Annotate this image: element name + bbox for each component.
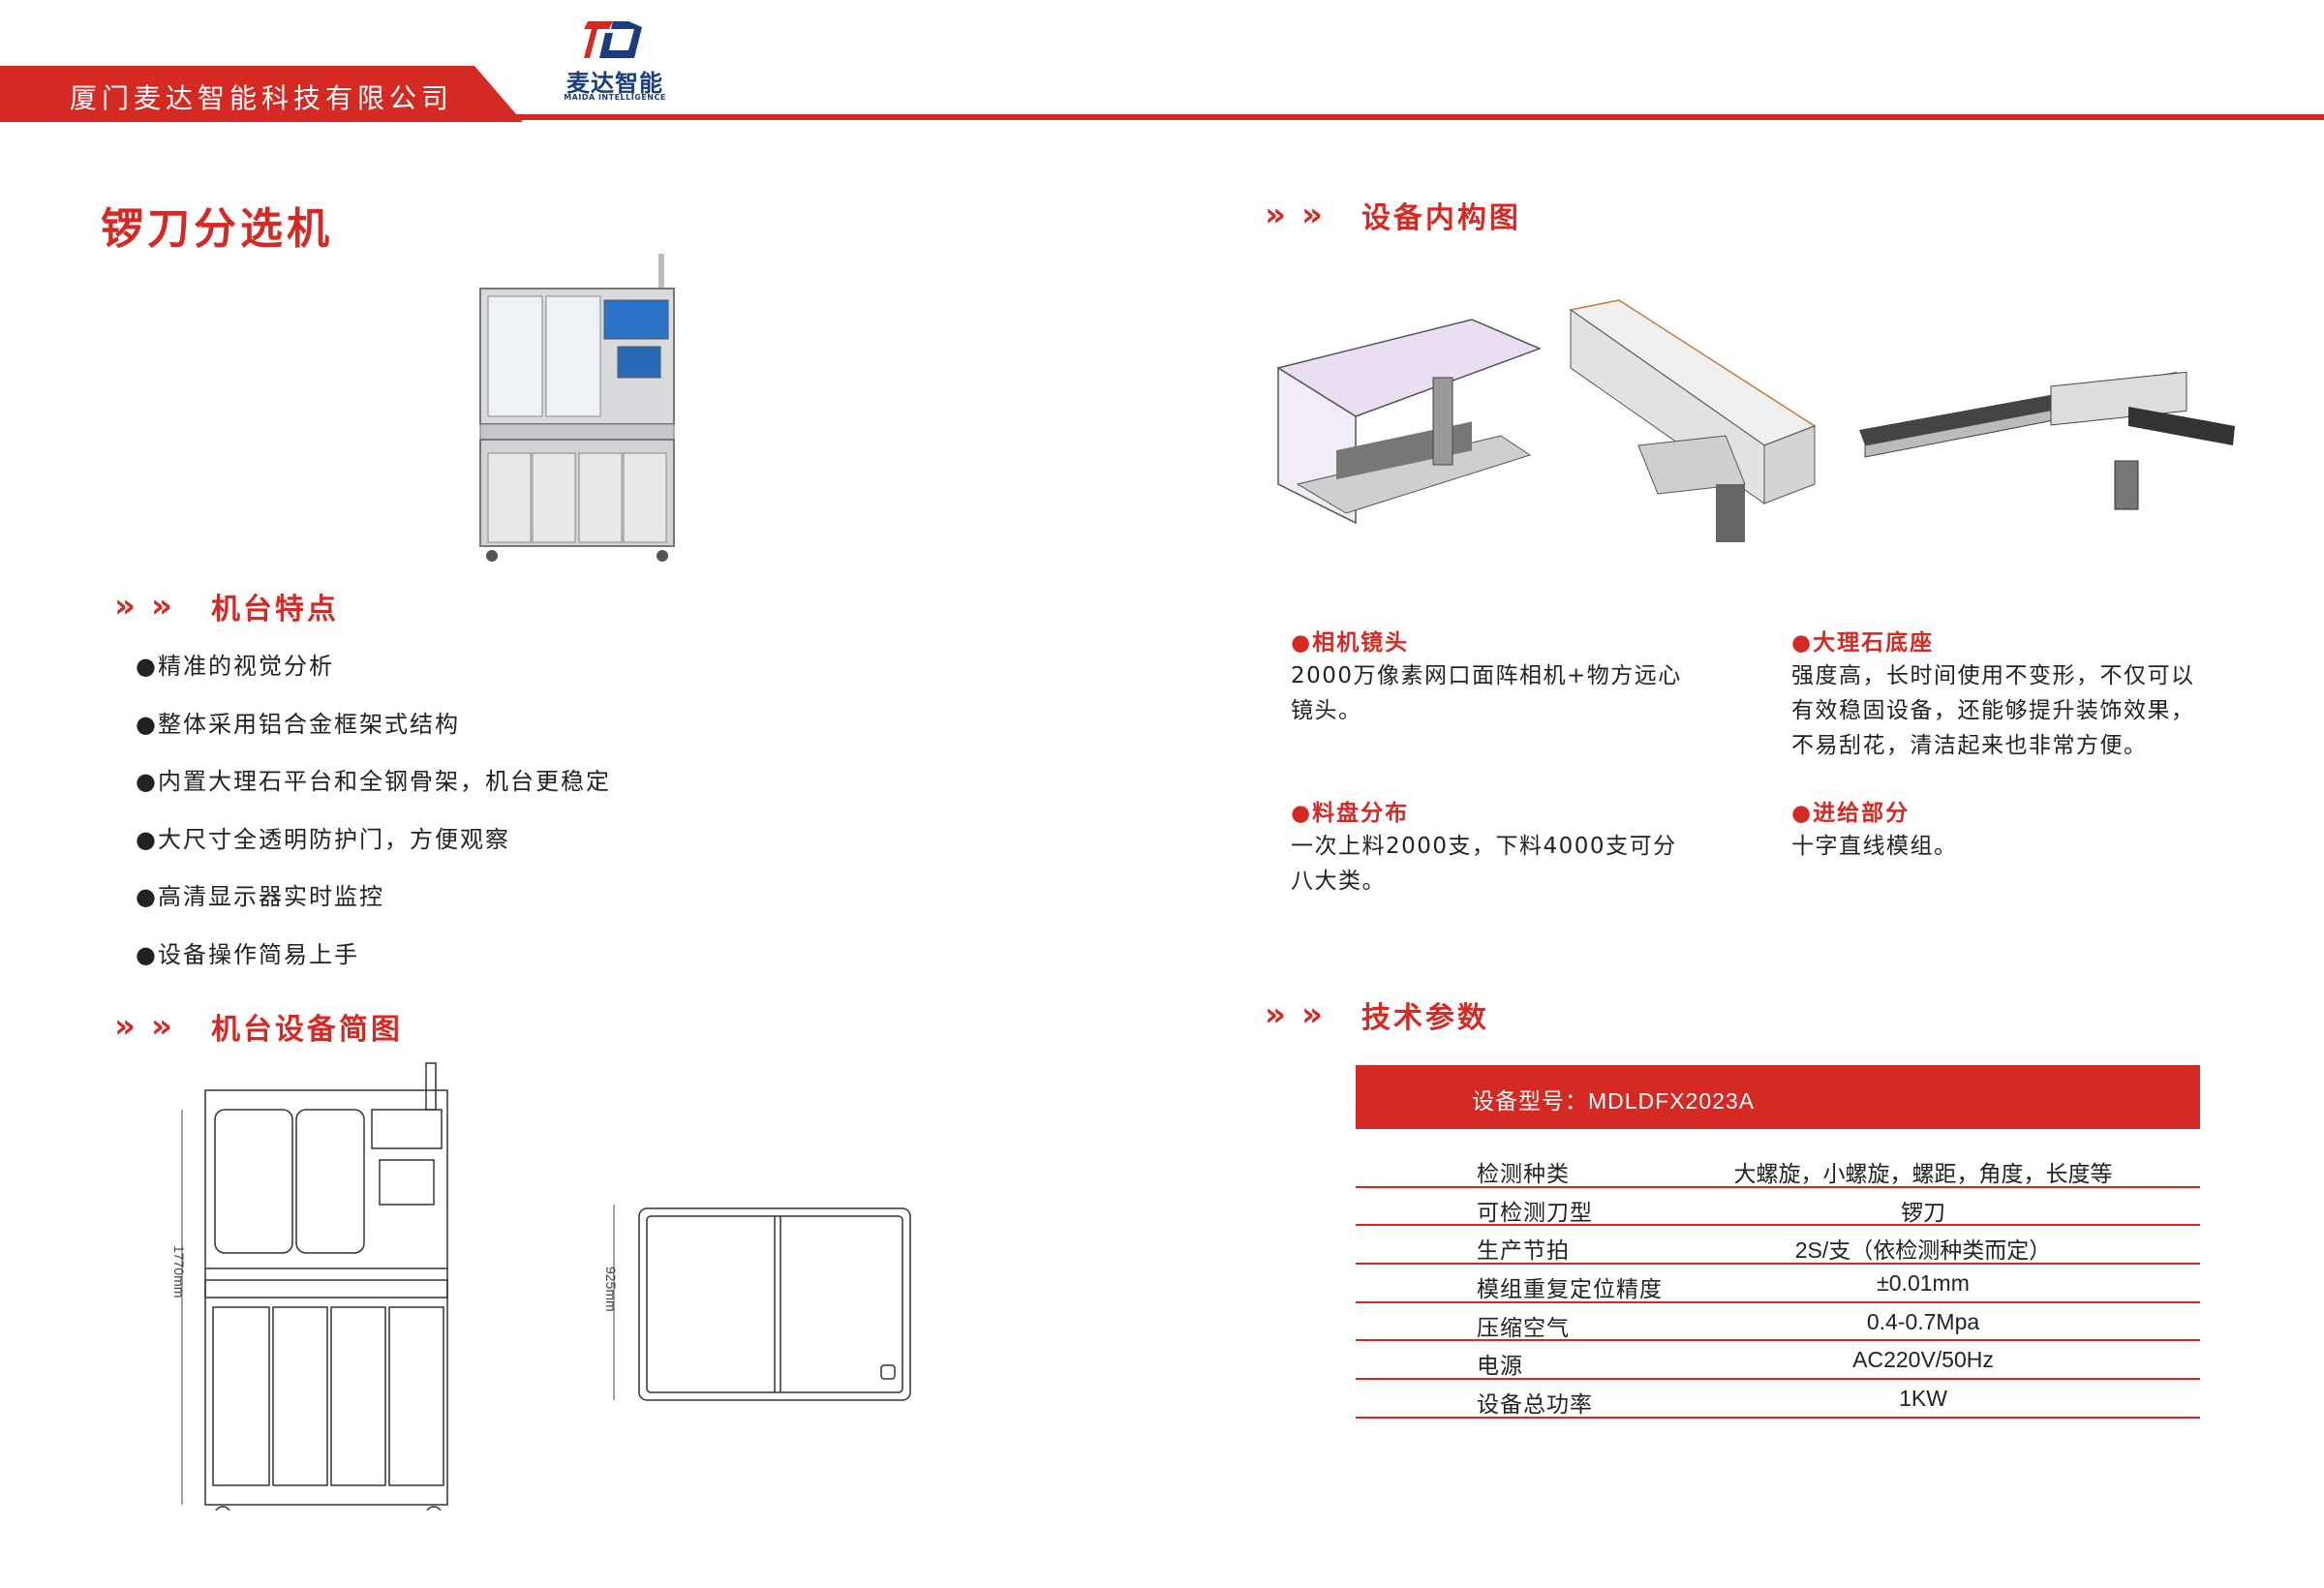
features-heading-text: 机台特点 <box>210 593 339 626</box>
text-line: 强度高，长时间使用不变形，不仅可以 <box>1791 663 2195 688</box>
param-value: 锣刀 <box>1901 1199 1945 1225</box>
front-view-drawing: 1770mm 1335mm <box>171 1062 448 1511</box>
logo-mark-icon <box>584 21 642 58</box>
marble-desc: 强度高，长时间使用不变形，不仅可以 有效稳固设备，还能够提升装饰效果， 不易刮花… <box>1791 658 2195 763</box>
table-row: 模组重复定位精度 ±0.01mm <box>1356 1265 2200 1303</box>
depth-dimension: 925mm <box>603 1267 619 1312</box>
params-table: 检测种类 大螺旋，小螺旋，螺距，角度，长度等 可检测刀型 锣刀 生产节拍 2S/… <box>1356 1149 2200 1419</box>
drawing-heading-text: 机台设备简图 <box>210 1013 403 1047</box>
table-row: 电源 AC220V/50Hz <box>1356 1341 2200 1381</box>
list-item: ●大尺寸全透明防护门，方便观察 <box>136 825 510 853</box>
machine-photo <box>479 254 675 562</box>
list-item: ●高清显示器实时监控 <box>136 883 384 911</box>
param-value: AC220V/50Hz <box>1852 1347 1994 1373</box>
table-row: 检测种类 大螺旋，小螺旋，螺距，角度，长度等 <box>1356 1149 2200 1188</box>
features-heading: »» 机台特点 <box>114 585 339 627</box>
header-rule <box>504 114 2324 120</box>
list-item: ●内置大理石平台和全钢骨架，机台更稳定 <box>136 768 611 796</box>
structure-heading: »» 设备内构图 <box>1265 194 1521 236</box>
list-item: ●精准的视觉分析 <box>136 653 334 680</box>
param-name: 生产节拍 <box>1477 1238 1570 1265</box>
param-value: 大螺旋，小螺旋，螺距，角度，长度等 <box>1733 1161 2113 1186</box>
params-heading: »» 技术参数 <box>1265 993 1489 1036</box>
chevron-icon: »» <box>114 587 188 626</box>
camera-desc: 2000万像素网口面阵相机+物方远心 镜头。 <box>1291 658 1682 728</box>
model-band: 设备型号：MDLDFX2023A <box>1356 1065 2200 1129</box>
logo-text-en: MAIDA INTELLIGENCE <box>564 93 666 102</box>
list-item: ●整体采用铝合金框架式结构 <box>136 710 460 738</box>
list-item: ●设备操作简易上手 <box>136 940 359 968</box>
marble-title: ●大理石底座 <box>1791 630 1935 656</box>
feed-desc: 十字直线模组。 <box>1791 829 1958 864</box>
camera-title: ●相机镜头 <box>1291 630 1410 656</box>
param-value: 1KW <box>1899 1386 1947 1412</box>
tray-title: ●料盘分布 <box>1291 801 1410 826</box>
drawing-heading: »» 机台设备简图 <box>114 1005 403 1048</box>
structure-image-platform <box>1276 319 1543 525</box>
page-title: 锣刀分选机 <box>101 204 333 254</box>
param-name: 压缩空气 <box>1477 1315 1570 1341</box>
table-row: 可检测刀型 锣刀 <box>1356 1188 2200 1227</box>
text-line: 一次上料2000支，下料4000支可分 <box>1291 834 1677 859</box>
logo-text-cn: 麦达智能 <box>566 70 663 97</box>
company-logo: 麦达智能 MAIDA INTELLIGENCE <box>547 19 683 107</box>
table-row: 设备总功率 1KW <box>1356 1380 2200 1419</box>
text-line: 有效稳固设备，还能够提升装饰效果， <box>1791 698 2195 723</box>
model-label: 设备型号：MDLDFX2023A <box>1472 1088 1756 1114</box>
text-line: 八大类。 <box>1291 869 1386 894</box>
text-line: 2000万像素网口面阵相机+物方远心 <box>1291 663 1682 688</box>
table-row: 生产节拍 2S/支（依检测种类而定） <box>1356 1226 2200 1266</box>
tray-desc: 一次上料2000支，下料4000支可分 八大类。 <box>1291 829 1677 899</box>
company-name: 厦门麦达智能科技有限公司 <box>70 82 454 114</box>
param-name: 电源 <box>1477 1354 1523 1380</box>
structure-image-gantry <box>1859 371 2235 510</box>
param-name: 设备总功率 <box>1477 1392 1593 1419</box>
chevron-icon: »» <box>1265 995 1338 1034</box>
param-name: 模组重复定位精度 <box>1477 1277 1663 1303</box>
chevron-icon: »» <box>114 1007 188 1046</box>
text-line: 镜头。 <box>1291 698 1362 723</box>
top-view-drawing: 925mm <box>603 1205 911 1401</box>
table-row: 压缩空气 0.4-0.7Mpa <box>1356 1303 2200 1342</box>
params-heading-text: 技术参数 <box>1361 1001 1489 1035</box>
chevron-icon: »» <box>1265 196 1338 234</box>
feed-title: ●进给部分 <box>1791 801 1911 826</box>
header-band <box>0 66 523 122</box>
structure-image-marble <box>1569 299 1817 542</box>
features-list: ●精准的视觉分析 ●整体采用铝合金框架式结构 ●内置大理石平台和全钢骨架，机台更… <box>136 647 611 993</box>
text-line: 十字直线模组。 <box>1791 834 1958 859</box>
text-line: 不易刮花，清洁起来也非常方便。 <box>1791 733 2148 758</box>
param-value: ±0.01mm <box>1877 1270 1970 1297</box>
param-name: 可检测刀型 <box>1477 1200 1593 1226</box>
param-name: 检测种类 <box>1477 1162 1570 1187</box>
param-value: 2S/支（依检测种类而定） <box>1794 1237 2052 1264</box>
param-value: 0.4-0.7Mpa <box>1866 1308 1980 1334</box>
structure-heading-text: 设备内构图 <box>1361 201 1521 235</box>
height-dimension: 1770mm <box>171 1245 187 1298</box>
